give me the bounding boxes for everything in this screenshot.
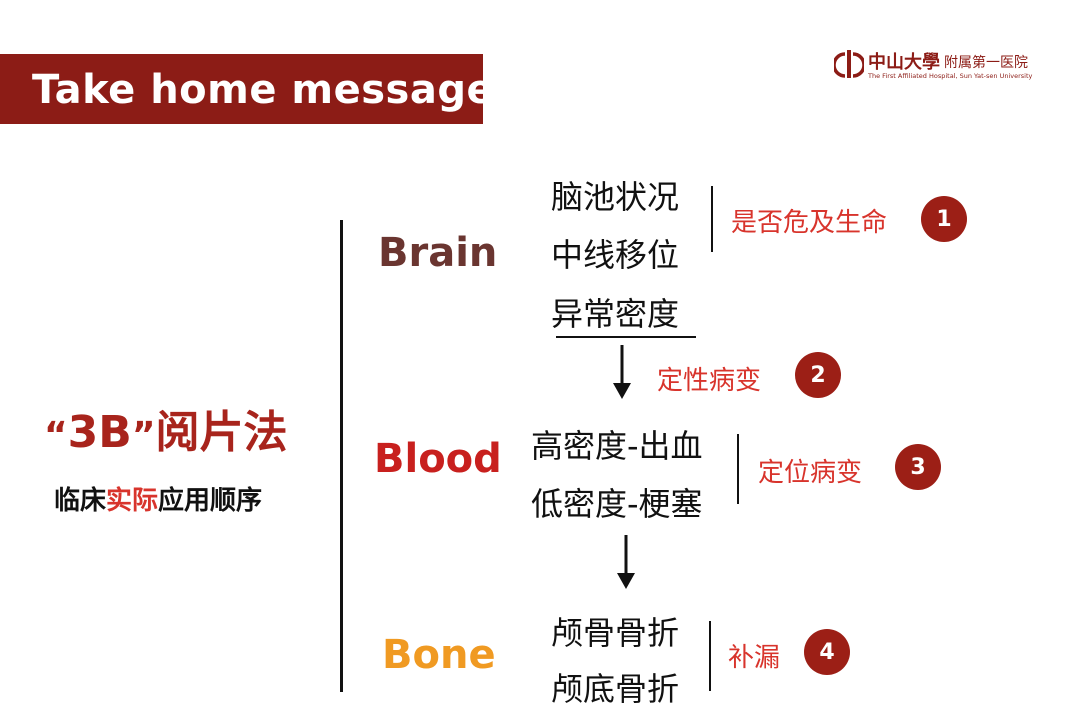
note-fill-gaps: 补漏 — [728, 643, 781, 673]
note-qualitative: 定性病变 — [657, 366, 762, 396]
arrow-down-icon — [613, 345, 631, 399]
method-close-quote: ” — [131, 415, 156, 456]
brain-item-cistern: 脑池状况 — [551, 178, 680, 216]
category-brain-label: Brain — [378, 230, 498, 276]
category-blood-label: Blood — [374, 436, 502, 482]
brain-item-midline: 中线移位 — [551, 236, 680, 274]
brain-underline — [556, 336, 696, 338]
method-open-quote: “ — [44, 415, 68, 456]
usage-suffix: 应用顺序 — [158, 486, 263, 516]
badge-1: 1 — [921, 196, 967, 242]
bone-bracket — [709, 621, 711, 691]
main-divider — [340, 220, 343, 692]
logo-subname-cn: 附属第一医院 — [944, 55, 1028, 71]
note-life-threat: 是否危及生命 — [731, 208, 888, 238]
logo-name-cn: 中山大學 — [868, 52, 940, 73]
category-bone-label: Bone — [382, 632, 496, 678]
badge-3: 3 — [895, 444, 941, 490]
blood-item-infarct: 低密度-梗塞 — [531, 485, 703, 523]
hospital-logo-icon — [834, 50, 864, 78]
title-banner — [0, 54, 483, 124]
usage-prefix: 临床 — [54, 486, 107, 516]
note-localization: 定位病变 — [758, 458, 863, 488]
brain-bracket — [711, 186, 713, 252]
usage-highlight: 实际 — [106, 486, 159, 516]
brain-item-density: 异常密度 — [551, 295, 680, 333]
badge-2: 2 — [795, 352, 841, 398]
logo-name-en: The First Affiliated Hospital, Sun Yat-s… — [868, 72, 1033, 80]
method-title: “3B”阅片法 — [44, 396, 288, 460]
slide-title: Take home message — [32, 67, 495, 113]
bone-item-skull-fracture: 颅骨骨折 — [551, 614, 680, 652]
method-usage: 临床实际应用顺序 — [54, 480, 262, 517]
badge-4: 4 — [804, 629, 850, 675]
arrow-down-icon-2 — [617, 535, 635, 589]
bone-item-basal-fracture: 颅底骨折 — [551, 670, 680, 708]
blood-bracket — [737, 434, 739, 504]
method-suffix: 阅片法 — [155, 407, 288, 458]
method-name: 3B — [67, 407, 132, 458]
blood-item-hemorrhage: 高密度-出血 — [531, 427, 703, 465]
